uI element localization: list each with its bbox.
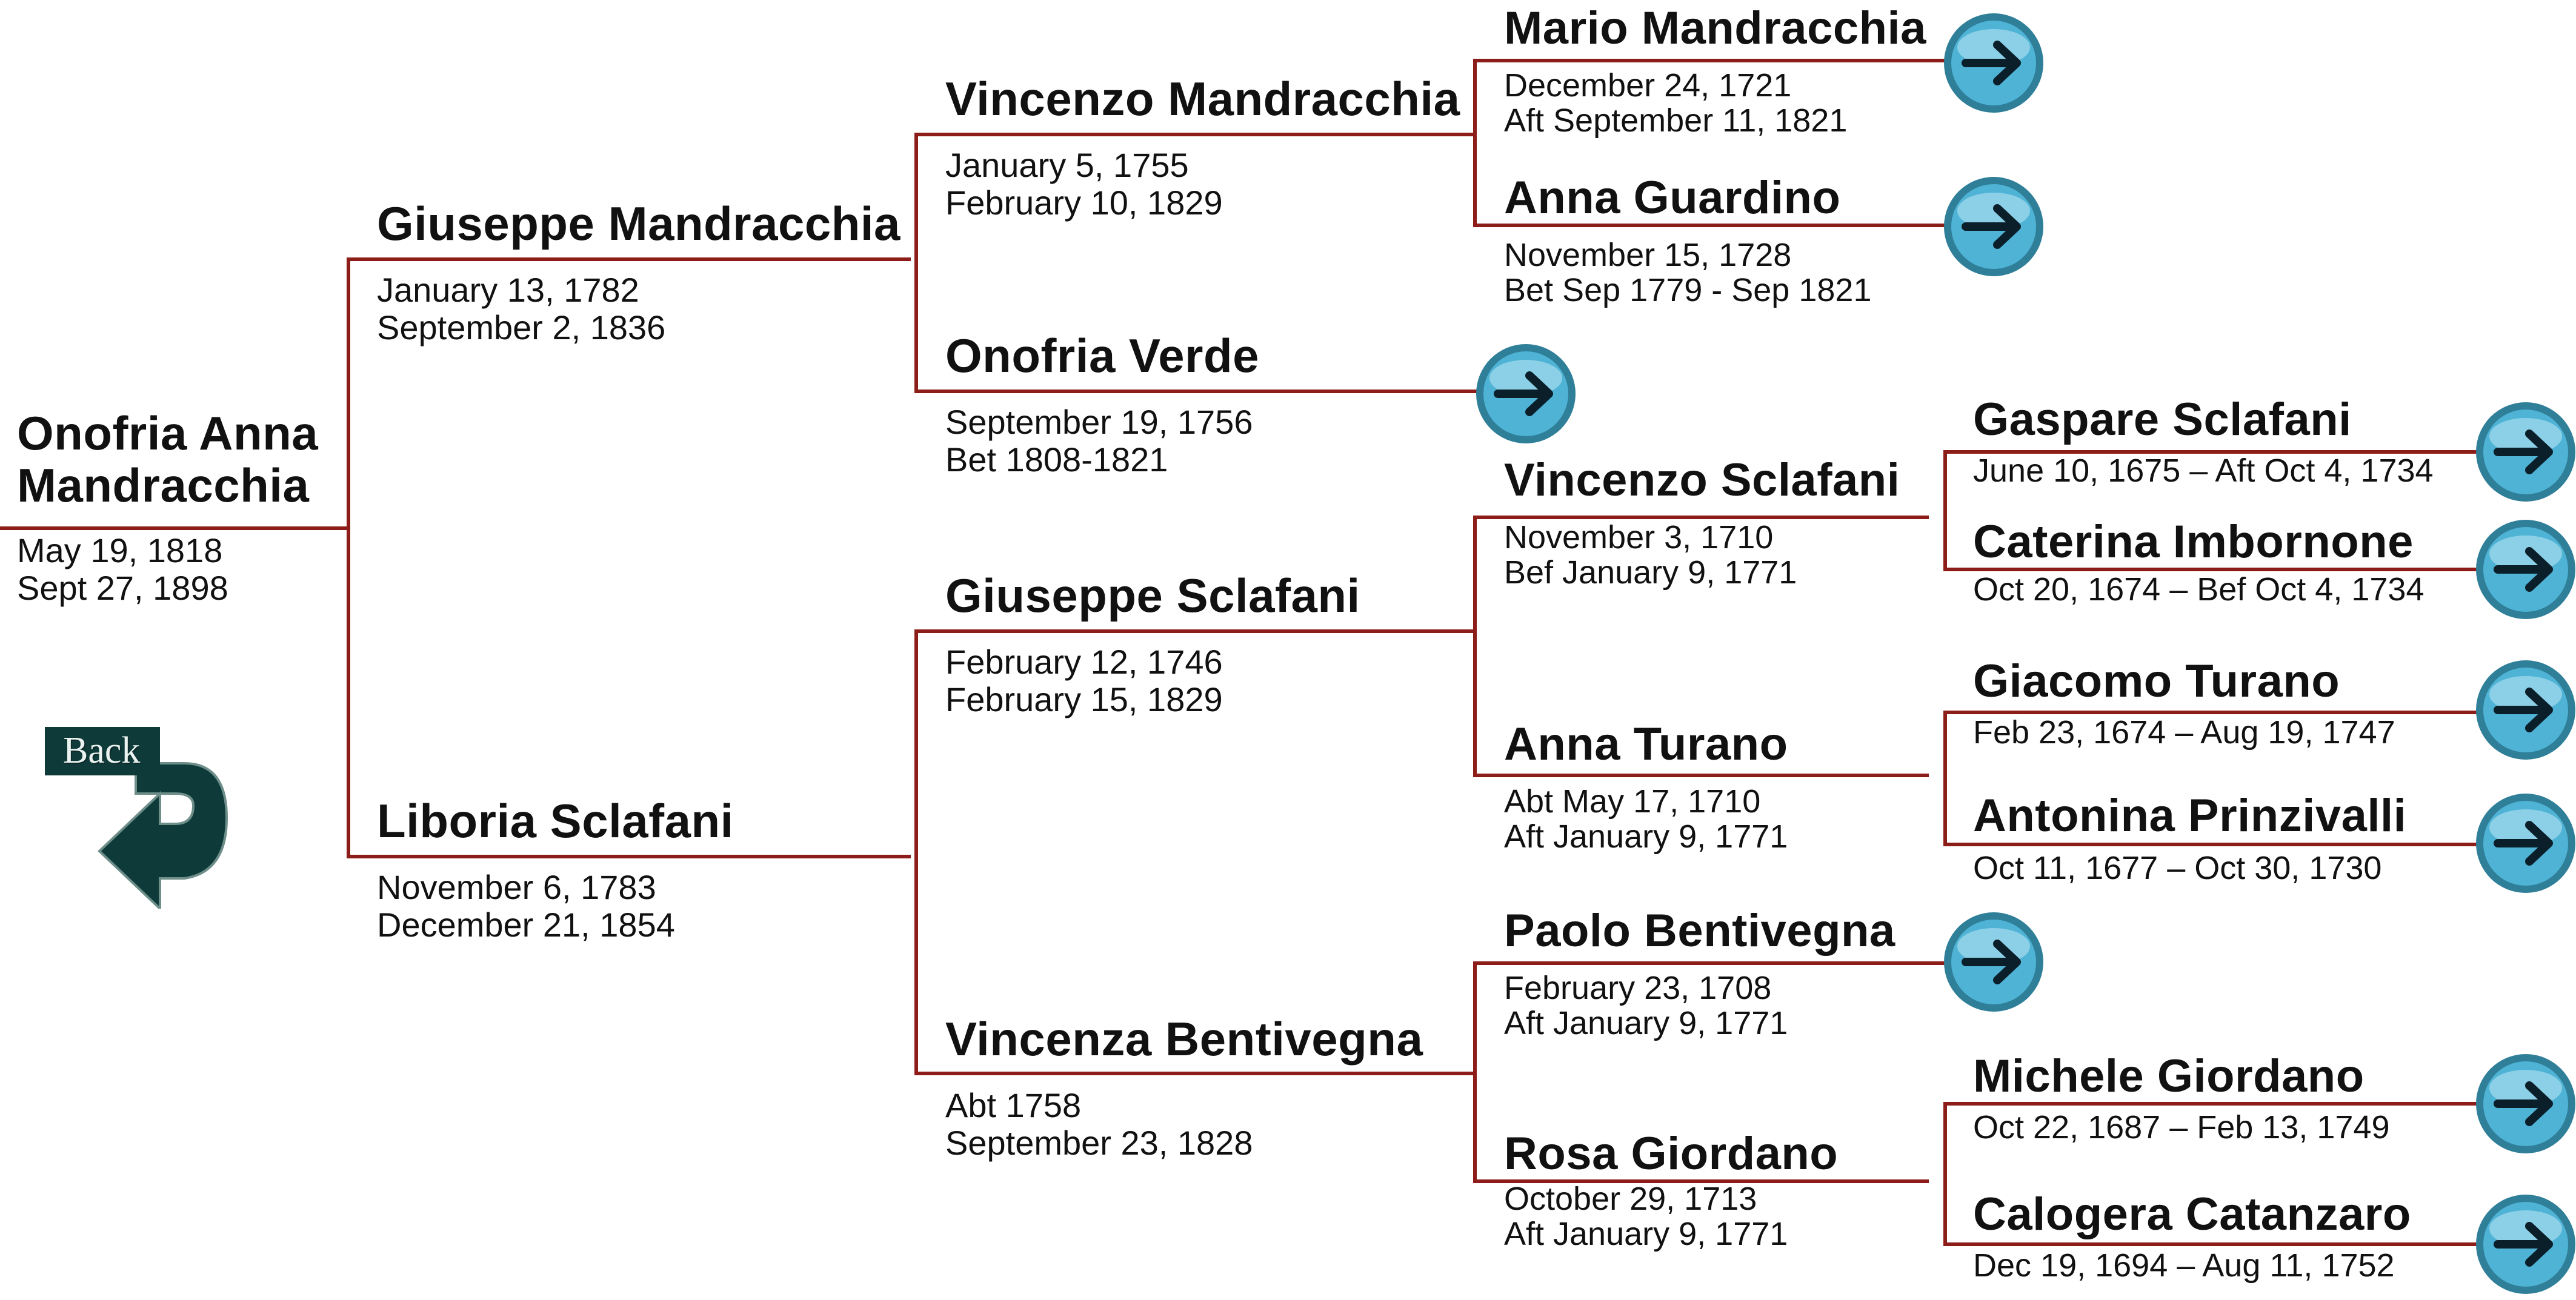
- birth-date: November 15, 1728: [1504, 237, 1792, 273]
- birth-date: February 23, 1708: [1504, 970, 1772, 1006]
- more-ancestors-button[interactable]: [2474, 1052, 2576, 1156]
- person-name: Vincenzo Mandracchia: [945, 72, 1460, 125]
- person-name: Vincenzo Sclafani: [1504, 454, 1900, 506]
- right-arrow-icon: [2476, 1054, 2575, 1153]
- person-calogera-catanzaro[interactable]: Calogera Catanzaro Dec 19, 1694 – Aug 11…: [1973, 1189, 2411, 1283]
- birth-date: February 12, 1746: [945, 643, 1223, 681]
- birth-date: October 29, 1713: [1504, 1181, 1757, 1217]
- death-date: December 21, 1854: [377, 906, 675, 944]
- person-antonina-prinzivalli[interactable]: Antonina Prinzivalli Oct 11, 1677 – Oct …: [1973, 790, 2406, 886]
- person-name: Mandracchia: [17, 459, 310, 512]
- death-date: February 15, 1829: [945, 680, 1223, 718]
- birth-date: May 19, 1818: [17, 531, 223, 569]
- person-giacomo-turano[interactable]: Giacomo Turano Feb 23, 1674 – Aug 19, 17…: [1973, 655, 2395, 750]
- person-name: Calogera Catanzaro: [1973, 1189, 2411, 1240]
- person-name: Michele Giordano: [1973, 1050, 2365, 1102]
- right-arrow-icon: [1944, 13, 2043, 113]
- person-name: Onofria Verde: [945, 329, 1259, 382]
- back-arrow-icon: [45, 727, 228, 912]
- right-arrow-icon: [1944, 912, 2043, 1012]
- more-ancestors-button[interactable]: [2474, 517, 2576, 622]
- birth-date: Abt 1758: [945, 1086, 1082, 1124]
- death-date: Aft September 11, 1821: [1504, 102, 1848, 139]
- back-button[interactable]: Back: [45, 727, 239, 912]
- person-name: Giuseppe Sclafani: [945, 569, 1360, 622]
- right-arrow-icon: [2476, 402, 2575, 502]
- person-name: Rosa Giordano: [1504, 1128, 1839, 1179]
- person-name: Anna Turano: [1504, 718, 1788, 770]
- person-name: Vincenza Bentivegna: [945, 1012, 1423, 1066]
- person-name: Paolo Bentivegna: [1504, 905, 1895, 957]
- life-dates: June 10, 1675 – Aft Oct 4, 1734: [1973, 453, 2434, 489]
- life-dates: Oct 22, 1687 – Feb 13, 1749: [1973, 1109, 2390, 1146]
- right-arrow-icon: [2476, 794, 2575, 893]
- more-ancestors-button[interactable]: [2474, 791, 2576, 895]
- life-dates: Oct 20, 1674 – Bef Oct 4, 1734: [1973, 571, 2425, 608]
- more-ancestors-button[interactable]: [2474, 400, 2576, 504]
- life-dates: Oct 11, 1677 – Oct 30, 1730: [1973, 850, 2382, 886]
- person-name: Giacomo Turano: [1973, 655, 2340, 707]
- death-date: Aft January 9, 1771: [1504, 1216, 1788, 1252]
- right-arrow-icon: [2476, 1195, 2575, 1294]
- birth-date: December 24, 1721: [1504, 67, 1792, 104]
- person-name: Mario Mandracchia: [1504, 2, 1926, 54]
- more-ancestors-button[interactable]: [1942, 11, 2046, 115]
- person-name: Gaspare Sclafani: [1973, 394, 2352, 445]
- person-name: Giuseppe Mandracchia: [377, 197, 900, 250]
- death-date: Bet 1808-1821: [945, 440, 1168, 479]
- more-ancestors-button[interactable]: [1942, 174, 2046, 279]
- right-arrow-icon: [1944, 177, 2043, 276]
- birth-date: January 13, 1782: [377, 271, 639, 309]
- death-date: Aft January 9, 1771: [1504, 1005, 1788, 1041]
- person-name: Caterina Imbornone: [1973, 516, 2414, 568]
- birth-date: January 5, 1755: [945, 146, 1189, 184]
- life-dates: Dec 19, 1694 – Aug 11, 1752: [1973, 1247, 2395, 1284]
- death-date: Bef January 9, 1771: [1504, 554, 1797, 591]
- right-arrow-icon: [2476, 520, 2575, 619]
- birth-date: November 3, 1710: [1504, 519, 1774, 555]
- death-date: Aft January 9, 1771: [1504, 818, 1788, 855]
- death-date: February 10, 1829: [945, 184, 1223, 222]
- death-date: Bet Sep 1779 - Sep 1821: [1504, 272, 1872, 308]
- right-arrow-icon: [1476, 344, 1576, 443]
- more-ancestors-button[interactable]: [2474, 1192, 2576, 1296]
- more-ancestors-button[interactable]: [1474, 342, 1578, 446]
- more-ancestors-button[interactable]: [1942, 910, 2046, 1014]
- person-name: Anna Guardino: [1504, 172, 1841, 224]
- death-date: September 23, 1828: [945, 1124, 1253, 1162]
- right-arrow-icon: [2476, 660, 2575, 760]
- life-dates: Feb 23, 1674 – Aug 19, 1747: [1973, 714, 2395, 751]
- birth-date: Abt May 17, 1710: [1504, 783, 1761, 820]
- person-name: Liboria Sclafani: [377, 794, 734, 847]
- more-ancestors-button[interactable]: [2474, 658, 2576, 762]
- person-name: Antonina Prinzivalli: [1973, 790, 2407, 841]
- death-date: September 2, 1836: [377, 308, 666, 347]
- birth-date: September 19, 1756: [945, 403, 1253, 441]
- birth-date: November 6, 1783: [377, 868, 656, 906]
- person-name: Onofria Anna: [17, 406, 319, 460]
- person-michele-giordano[interactable]: Michele Giordano Oct 22, 1687 – Feb 13, …: [1973, 1050, 2390, 1145]
- death-date: Sept 27, 1898: [17, 569, 228, 607]
- back-label: Back: [63, 730, 141, 771]
- person-caterina-imbornone[interactable]: Caterina Imbornone Oct 20, 1674 – Bef Oc…: [1973, 516, 2424, 607]
- person-gaspare-sclafani[interactable]: Gaspare Sclafani June 10, 1675 – Aft Oct…: [1973, 394, 2434, 488]
